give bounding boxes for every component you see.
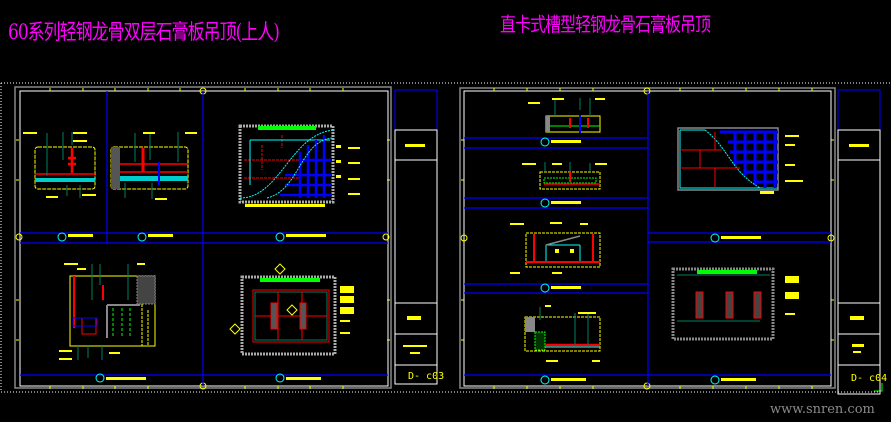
frame-ticks: [16, 88, 390, 389]
drawing-title-right: 直卡式槽型轻钢龙骨石膏板吊顶: [500, 12, 711, 36]
ceiling-plan-2: [229, 263, 354, 356]
inner-frame: [19, 90, 389, 387]
paper-boundary: [0, 82, 455, 393]
sheet-number-left: D- c03: [408, 371, 444, 382]
outer-frame: [14, 86, 392, 389]
axis-marker: [15, 233, 23, 241]
section-detail-2: [110, 132, 197, 200]
title-block-right: D- c04: [837, 89, 887, 395]
drawing-title-left: 60系列轻钢龙骨双层石膏板吊顶(上人): [8, 20, 280, 46]
watermark: www.snren.com: [770, 402, 875, 417]
layout-grid: [464, 91, 831, 386]
section-detail-c: [510, 222, 601, 274]
paper-boundary: [457, 82, 891, 393]
ceiling-plan-1: [238, 124, 360, 207]
sheet-right: D- c04: [457, 82, 891, 395]
sheet-number-right: D- c04: [851, 373, 887, 384]
section-detail-1: [23, 132, 96, 198]
axis-marker: [382, 233, 390, 241]
sheet-left: D- c03: [0, 82, 455, 393]
ceiling-plan-3: [677, 127, 803, 194]
layout-grid: [20, 91, 388, 386]
ceiling-plan-4: [671, 267, 799, 341]
frame-ticks: [461, 88, 834, 389]
section-detail-b: [522, 162, 607, 190]
section-detail-a: [528, 98, 605, 133]
detail-labels: [540, 137, 761, 385]
detail-labels: [57, 232, 326, 383]
section-detail-4: [59, 263, 156, 360]
title-block-left: D- c03: [394, 89, 444, 385]
section-detail-d: [524, 305, 601, 362]
